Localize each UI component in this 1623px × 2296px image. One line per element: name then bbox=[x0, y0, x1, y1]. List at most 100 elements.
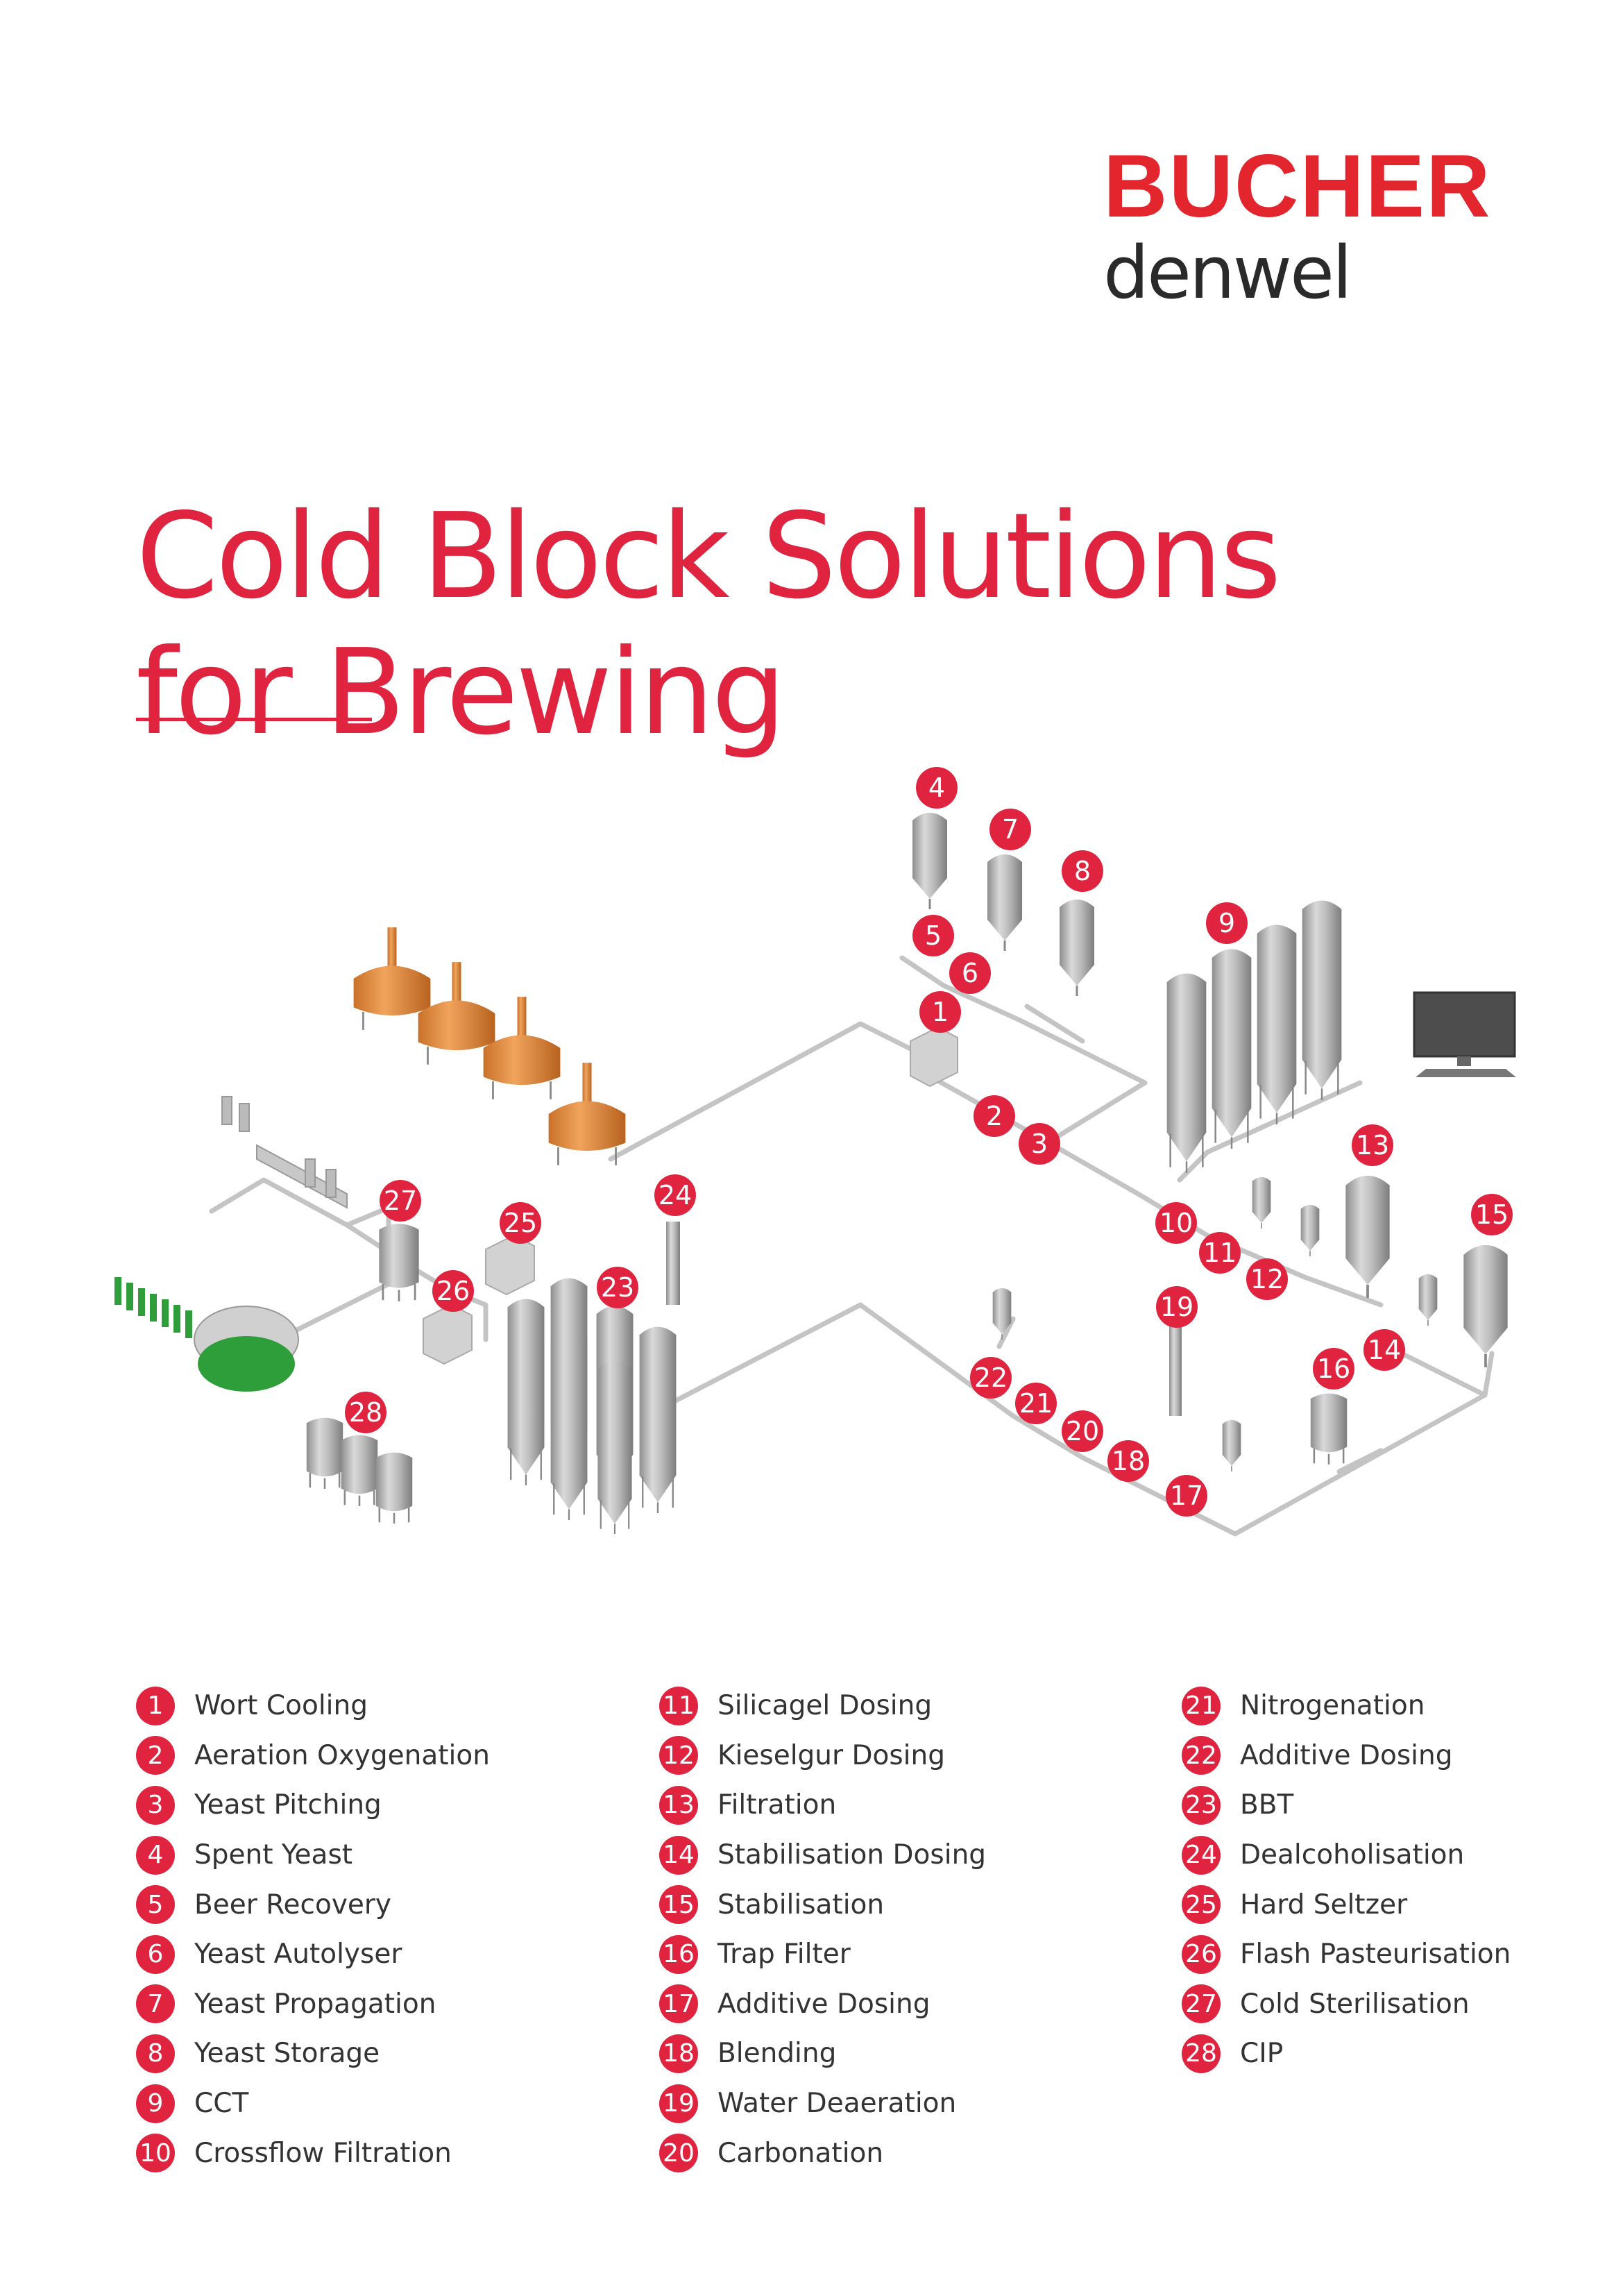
filtration-tank bbox=[1344, 1174, 1391, 1298]
legend-item: 1 Wort Cooling bbox=[136, 1681, 622, 1731]
legend-label: Water Deaeration bbox=[717, 2088, 957, 2120]
cip-tank bbox=[340, 1434, 379, 1506]
bbt-tank bbox=[638, 1326, 677, 1513]
legend-label: Trap Filter bbox=[717, 1939, 851, 1970]
badge-1: 1 bbox=[919, 991, 961, 1033]
badge-16: 16 bbox=[1313, 1348, 1354, 1390]
legend-label: BBT bbox=[1240, 1789, 1294, 1821]
svg-text:20: 20 bbox=[1066, 1416, 1099, 1446]
svg-text:2: 2 bbox=[986, 1101, 1003, 1131]
bbt-tank bbox=[596, 1360, 634, 1534]
legend-item: 13 Filtration bbox=[659, 1780, 1145, 1830]
svg-text:12: 12 bbox=[1250, 1264, 1284, 1294]
yeast-propagation-tank bbox=[986, 853, 1023, 951]
legend-label: Hard Seltzer bbox=[1240, 1889, 1408, 1921]
legend-number-badge: 11 bbox=[659, 1686, 698, 1725]
legend-number-badge: 26 bbox=[1182, 1934, 1221, 1974]
brew-kettle bbox=[547, 1062, 627, 1166]
legend-number-badge: 13 bbox=[659, 1785, 698, 1825]
legend-number-badge: 15 bbox=[659, 1885, 698, 1925]
cct-tank bbox=[1211, 948, 1252, 1149]
legend-number-badge: 6 bbox=[136, 1934, 175, 1974]
cct-tank bbox=[1166, 972, 1207, 1173]
legend-item: 6 Yeast Autolyser bbox=[136, 1930, 622, 1980]
badge-7: 7 bbox=[989, 809, 1031, 850]
svg-text:18: 18 bbox=[1112, 1446, 1145, 1476]
legend-label: Wort Cooling bbox=[194, 1690, 368, 1722]
hard-seltzer-unit bbox=[485, 1234, 535, 1296]
badge-25: 25 bbox=[500, 1202, 541, 1244]
legend-number-badge: 10 bbox=[136, 2134, 175, 2173]
badge-17: 17 bbox=[1166, 1475, 1207, 1517]
utility-tanks bbox=[305, 1222, 420, 1523]
badge-12: 12 bbox=[1246, 1258, 1288, 1300]
svg-text:16: 16 bbox=[1317, 1353, 1350, 1384]
badge-6: 6 bbox=[949, 952, 991, 994]
svg-text:3: 3 bbox=[1031, 1129, 1048, 1159]
yeast-storage-tank bbox=[1058, 898, 1096, 996]
cip-tank bbox=[305, 1417, 344, 1489]
legend-label: Yeast Autolyser bbox=[194, 1939, 402, 1970]
badge-28: 28 bbox=[345, 1392, 386, 1433]
svg-text:28: 28 bbox=[349, 1397, 382, 1428]
svg-text:24: 24 bbox=[658, 1180, 692, 1210]
legend-number-badge: 24 bbox=[1182, 1835, 1221, 1875]
dealcoholisation-column bbox=[666, 1222, 680, 1305]
legend-number-badge: 25 bbox=[1182, 1885, 1221, 1925]
legend-number-badge: 3 bbox=[136, 1785, 175, 1825]
badge-8: 8 bbox=[1062, 850, 1103, 892]
legend-label: CCT bbox=[194, 2088, 249, 2120]
legend-label: Additive Dosing bbox=[1240, 1739, 1453, 1771]
badge-11: 11 bbox=[1199, 1232, 1241, 1274]
badge-14: 14 bbox=[1363, 1329, 1405, 1371]
company-logo: BUCHER denwel bbox=[1103, 137, 1492, 310]
legend-label: Filtration bbox=[717, 1789, 837, 1821]
dosing-tank bbox=[1300, 1204, 1320, 1256]
badge-27: 27 bbox=[380, 1180, 421, 1222]
computer-monitor-icon bbox=[1413, 991, 1516, 1077]
brewhouse-kettles bbox=[352, 926, 627, 1166]
logo-brand: BUCHER bbox=[1103, 137, 1492, 236]
water-deaeration-column bbox=[1169, 1326, 1182, 1416]
svg-text:1: 1 bbox=[932, 997, 949, 1027]
legend-item: 25 Hard Seltzer bbox=[1182, 1880, 1623, 1930]
legend-label: Additive Dosing bbox=[717, 1988, 931, 2020]
brewery-process-diagram: 4 7 8 5 6 1 9 2 3 13 15 10 11 12 27 25 2… bbox=[114, 767, 1516, 1537]
page-title: Cold Block Solutions for Brewing bbox=[136, 489, 1454, 761]
cct-tank bbox=[1256, 924, 1298, 1124]
badge-5: 5 bbox=[912, 915, 954, 956]
flash-pasteurisation-unit bbox=[423, 1303, 473, 1365]
legend-label: Carbonation bbox=[717, 2137, 884, 2169]
legend-number-badge: 14 bbox=[659, 1835, 698, 1875]
badge-24: 24 bbox=[654, 1174, 696, 1216]
legend-number-badge: 1 bbox=[136, 1686, 175, 1725]
legend-label: Crossflow Filtration bbox=[194, 2137, 452, 2169]
legend-label: Blending bbox=[717, 2038, 837, 2070]
svg-text:21: 21 bbox=[1019, 1388, 1053, 1419]
legend-number-badge: 7 bbox=[136, 1984, 175, 2024]
legend-number-badge: 28 bbox=[1182, 2034, 1221, 2073]
legend-number-badge: 8 bbox=[136, 2034, 175, 2073]
badge-2: 2 bbox=[974, 1095, 1015, 1137]
legend-label: Cold Sterilisation bbox=[1240, 1988, 1470, 2020]
legend-number-badge: 20 bbox=[659, 2134, 698, 2173]
legend-number-badge: 16 bbox=[659, 1934, 698, 1974]
legend-item: 10 Crossflow Filtration bbox=[136, 2128, 622, 2178]
badge-4: 4 bbox=[916, 767, 958, 809]
bbt-tank bbox=[507, 1298, 545, 1485]
dosing-tank bbox=[1251, 1176, 1272, 1229]
